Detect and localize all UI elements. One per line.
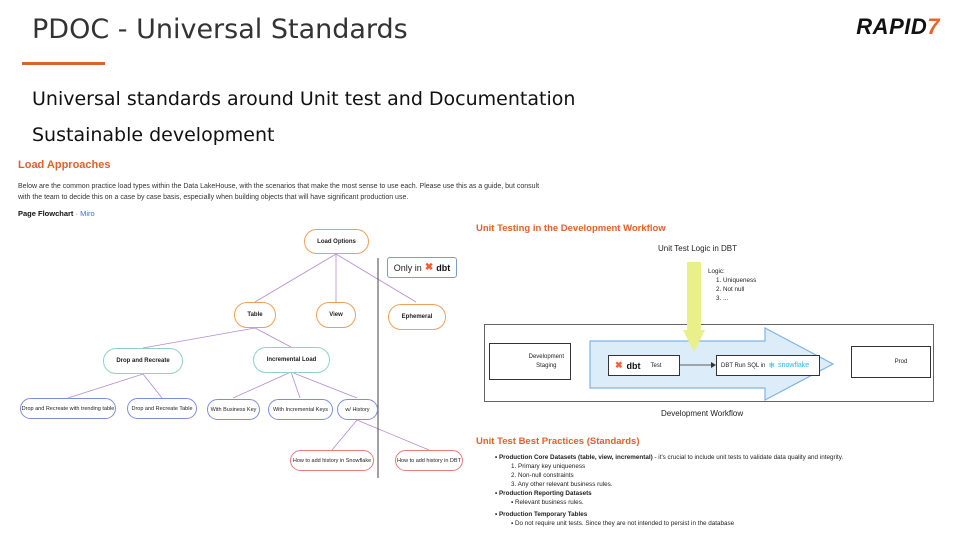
dev-staging-line1: Development	[528, 353, 564, 360]
page-flowchart-label: Page Flowchart · Miro	[18, 209, 95, 218]
core-subitem: 1. Primary key uniqueness	[511, 463, 586, 470]
flowchart-sep: ·	[73, 209, 81, 218]
temporary-subitem-text: Do not require unit tests. Since they ar…	[514, 520, 735, 527]
snowflake-wordmark: snowflake	[778, 362, 810, 369]
node-incremental-keys: With Incremental Keys	[268, 399, 333, 420]
reporting-datasets-item: • Production Reporting Datasets	[495, 490, 592, 497]
temporary-tables-item: • Production Temporary Tables	[495, 511, 588, 518]
node-drop-trending: Drop and Recreate with trending table	[20, 398, 116, 419]
only-in-dbt-badge: Only in ✖ dbt	[387, 257, 457, 278]
core-desc: - it's crucial to include unit tests to …	[652, 454, 844, 461]
bullet-unit-test: Universal standards around Unit test and…	[32, 88, 576, 110]
core-datasets-item: • Production Core Datasets (table, view,…	[495, 454, 844, 461]
node-load-options: Load Options	[304, 229, 369, 254]
node-history: w/ History	[337, 399, 378, 420]
prod-box: Prod	[851, 346, 931, 378]
logic-item-3: 3. ...	[716, 295, 729, 302]
best-practices-heading: Unit Test Best Practices (Standards)	[476, 436, 640, 447]
dev-staging-box: Development Staging	[489, 343, 571, 380]
node-history-dbt: How to add history in DBT	[395, 450, 463, 471]
dbt-run-label: DBT Run SQL in	[721, 362, 766, 369]
dbt-logo-icon: ✖	[615, 360, 623, 370]
unit-testing-heading: Unit Testing in the Development Workflow	[476, 223, 666, 234]
core-subitem: 2. Non-null constraints	[511, 472, 574, 479]
node-table: Table	[234, 302, 276, 328]
node-drop-recreate: Drop and Recreate	[103, 348, 183, 374]
core-title: Production Core Datasets (table, view, i…	[498, 454, 653, 461]
load-approaches-desc-1: Below are the common practice load types…	[18, 183, 540, 190]
logic-label: Logic:	[708, 268, 725, 275]
miro-link[interactable]: Miro	[80, 209, 95, 218]
reporting-subitem: ▪ Relevant business rules.	[511, 499, 584, 506]
core-subitem: 3. Any other relevant business rules.	[511, 481, 613, 488]
logo-text: RAPID	[856, 14, 928, 39]
logic-item-1: 1. Uniqueness	[716, 277, 757, 284]
title-underline	[22, 62, 105, 65]
slide-title: PDOC - Universal Standards	[32, 14, 408, 45]
temporary-subitem: ▪ Do not require unit tests. Since they …	[511, 520, 735, 527]
page-flowchart-text: Page Flowchart	[18, 209, 74, 218]
dev-staging-label: Development Staging	[529, 353, 564, 371]
node-ephemeral: Ephemeral	[388, 304, 446, 330]
prod-label: Prod	[894, 359, 908, 365]
node-drop-table: Drop and Recreate Table	[127, 398, 197, 419]
node-business-key: With Business Key	[207, 399, 260, 420]
dbt-logo-icon: ✖	[424, 262, 434, 273]
unit-test-logic-title: Unit Test Logic in DBT	[658, 244, 737, 253]
dbt-wordmark: dbt	[626, 360, 641, 371]
dbt-run-box: DBT Run SQL in ❄ snowflake	[716, 355, 820, 376]
dbt-test-box: ✖ dbt Test	[608, 355, 680, 376]
best-practices-list: • Production Core Datasets (table, view,…	[495, 453, 843, 528]
node-incremental-load: Incremental Load	[253, 347, 330, 373]
test-label: Test	[650, 362, 662, 369]
rapid7-logo: RAPID7	[856, 14, 940, 40]
snowflake-icon: ❄	[768, 361, 776, 370]
load-approaches-heading: Load Approaches	[18, 159, 111, 171]
reporting-subitem-text: Relevant business rules.	[514, 499, 584, 506]
node-history-snowflake: How to add history in Snowflake	[290, 450, 374, 471]
node-view: View	[316, 302, 356, 328]
dbt-wordmark: dbt	[436, 262, 451, 273]
temporary-title: Production Temporary Tables	[498, 511, 588, 518]
load-approaches-desc-2: with the team to decide this on a case b…	[18, 194, 409, 201]
logo-seven: 7	[927, 14, 940, 39]
logic-item-2: 2. Not null	[716, 286, 745, 293]
workflow-caption: Development Workflow	[661, 409, 744, 418]
bullet-sustainable: Sustainable development	[32, 124, 275, 146]
only-in-label: Only in	[393, 262, 422, 273]
reporting-title: Production Reporting Datasets	[498, 490, 592, 497]
dev-staging-line2: Staging	[536, 362, 557, 369]
